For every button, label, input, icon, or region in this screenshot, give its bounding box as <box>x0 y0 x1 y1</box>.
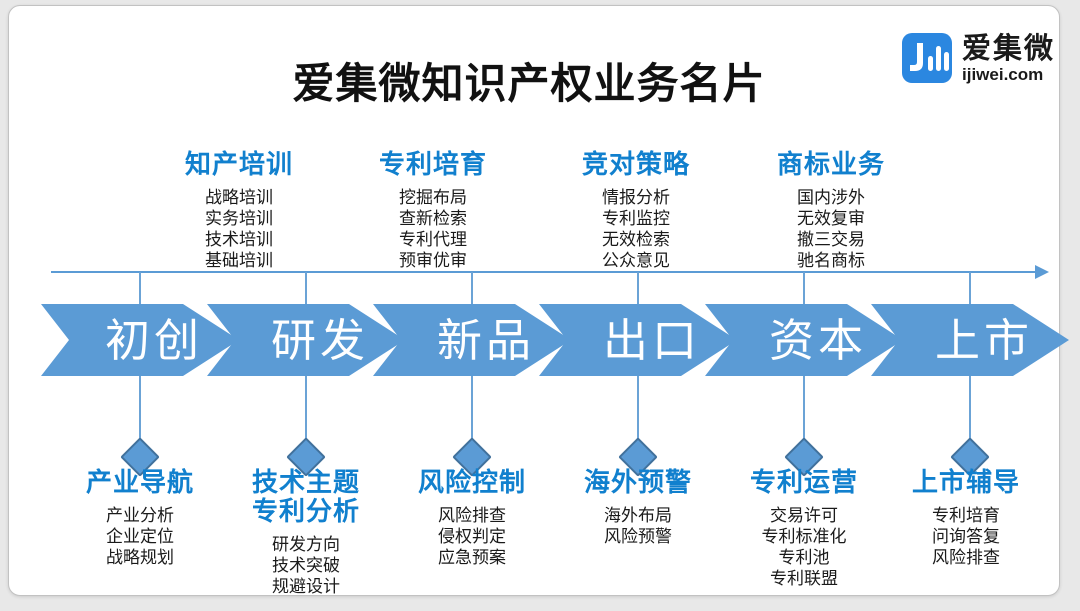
slide-card: 爱集微知识产权业务名片 爱集微 ijiwei.com 知产培训战略培训实务培训技… <box>8 5 1069 597</box>
category-item: 专利标准化 <box>761 527 847 546</box>
stage-label: 初创 <box>104 314 203 366</box>
category-item: 风险排查 <box>438 506 506 525</box>
stage-label: 出口 <box>602 314 701 366</box>
category-item: 海外布局 <box>604 506 672 525</box>
category-title: 商标业务 <box>776 149 885 179</box>
category-title: 风险控制 <box>417 467 526 497</box>
category-item: 撤三交易 <box>797 230 865 249</box>
ijiwei-logo-icon <box>902 33 952 83</box>
category-item: 技术培训 <box>205 230 273 249</box>
logo-domain: ijiwei.com <box>962 65 1044 84</box>
category-item: 专利代理 <box>399 230 467 249</box>
category-item: 战略规划 <box>106 548 174 567</box>
category-item: 技术突破 <box>272 556 340 575</box>
category-title: 上市辅导 <box>911 467 1020 497</box>
category-title: 知产培训 <box>184 149 293 179</box>
category-item: 国内涉外 <box>797 188 865 207</box>
category-item: 问询答复 <box>932 527 1000 546</box>
stage-label: 资本 <box>768 314 867 366</box>
top-category-4: 商标业务国内涉外无效复审撤三交易驰名商标 <box>741 150 921 271</box>
stage-chevron-2: 研发 <box>207 304 405 376</box>
category-item: 基础培训 <box>205 251 273 270</box>
category-item: 企业定位 <box>106 527 174 546</box>
stage-label: 上市 <box>934 314 1033 366</box>
category-item: 实务培训 <box>205 209 273 228</box>
page-title: 爱集微知识产权业务名片 <box>292 60 766 107</box>
timeline-axis <box>51 271 1037 273</box>
bottom-category-2: 技术主题专利分析研发方向技术突破规避设计 <box>216 468 396 597</box>
stage-chevron-3: 新品 <box>373 304 571 376</box>
logo-text: 爱集微 ijiwei.com <box>962 33 1055 84</box>
category-item: 挖掘布局 <box>399 188 467 207</box>
category-item-list: 海外布局风险预警 <box>548 505 728 547</box>
category-title: 技术主题专利分析 <box>251 467 360 526</box>
category-item-list: 国内涉外无效复审撤三交易驰名商标 <box>741 187 921 271</box>
top-category-2: 专利培育挖掘布局查新检索专利代理预审优审 <box>343 150 523 271</box>
category-item-list: 战略培训实务培训技术培训基础培训 <box>149 187 329 271</box>
category-item: 研发方向 <box>272 535 340 554</box>
category-item-list: 产业分析企业定位战略规划 <box>50 505 230 568</box>
category-title: 海外预警 <box>583 467 692 497</box>
category-item-list: 挖掘布局查新检索专利代理预审优审 <box>343 187 523 271</box>
category-item: 侵权判定 <box>438 527 506 546</box>
bottom-category-3: 风险控制风险排查侵权判定应急预案 <box>382 468 562 568</box>
bottom-category-5: 专利运营交易许可专利标准化专利池专利联盟 <box>714 468 894 589</box>
category-item: 专利联盟 <box>770 569 838 588</box>
category-title: 专利培育 <box>378 149 487 179</box>
category-item-list: 交易许可专利标准化专利池专利联盟 <box>714 505 894 589</box>
logo-name: 爱集微 <box>962 33 1056 65</box>
stage-chevron-6: 上市 <box>871 304 1069 376</box>
stage-chevron-4: 出口 <box>539 304 737 376</box>
bottom-category-6: 上市辅导专利培育问询答复风险排查 <box>876 468 1056 568</box>
category-item: 查新检索 <box>399 209 467 228</box>
bottom-category-4: 海外预警海外布局风险预警 <box>548 468 728 547</box>
category-item-list: 研发方向技术突破规避设计 <box>216 534 396 597</box>
category-item: 预审优审 <box>399 251 467 270</box>
category-item: 无效复审 <box>797 209 865 228</box>
category-item-list: 专利培育问询答复风险排查 <box>876 505 1056 568</box>
category-item: 专利监控 <box>602 209 670 228</box>
category-item: 交易许可 <box>770 506 838 525</box>
category-title: 竞对策略 <box>581 149 690 179</box>
category-item: 风险预警 <box>604 527 672 546</box>
category-item: 风险排查 <box>932 548 1000 567</box>
category-item: 战略培训 <box>205 188 273 207</box>
category-title: 专利运营 <box>749 467 858 497</box>
category-item: 专利池 <box>778 548 830 567</box>
logo: 爱集微 ijiwei.com <box>902 33 1055 84</box>
timeline-arrowhead-icon <box>1035 265 1049 279</box>
category-item: 专利培育 <box>932 506 1000 525</box>
category-title: 产业导航 <box>85 467 194 497</box>
stage-label: 研发 <box>270 314 369 366</box>
stage-chevron-1: 初创 <box>41 304 239 376</box>
top-category-3: 竞对策略情报分析专利监控无效检索公众意见 <box>546 150 726 271</box>
bottom-category-1: 产业导航产业分析企业定位战略规划 <box>50 468 230 568</box>
stage-label: 新品 <box>436 314 535 366</box>
category-item: 无效检索 <box>602 230 670 249</box>
category-item: 产业分析 <box>106 506 174 525</box>
category-item: 应急预案 <box>438 548 506 567</box>
category-item-list: 风险排查侵权判定应急预案 <box>382 505 562 568</box>
category-item: 规避设计 <box>272 577 340 596</box>
category-item: 情报分析 <box>602 188 670 207</box>
category-item: 公众意见 <box>602 251 670 270</box>
stage-chevron-5: 资本 <box>705 304 903 376</box>
category-item-list: 情报分析专利监控无效检索公众意见 <box>546 187 726 271</box>
top-category-1: 知产培训战略培训实务培训技术培训基础培训 <box>149 150 329 271</box>
category-item: 驰名商标 <box>797 251 865 270</box>
